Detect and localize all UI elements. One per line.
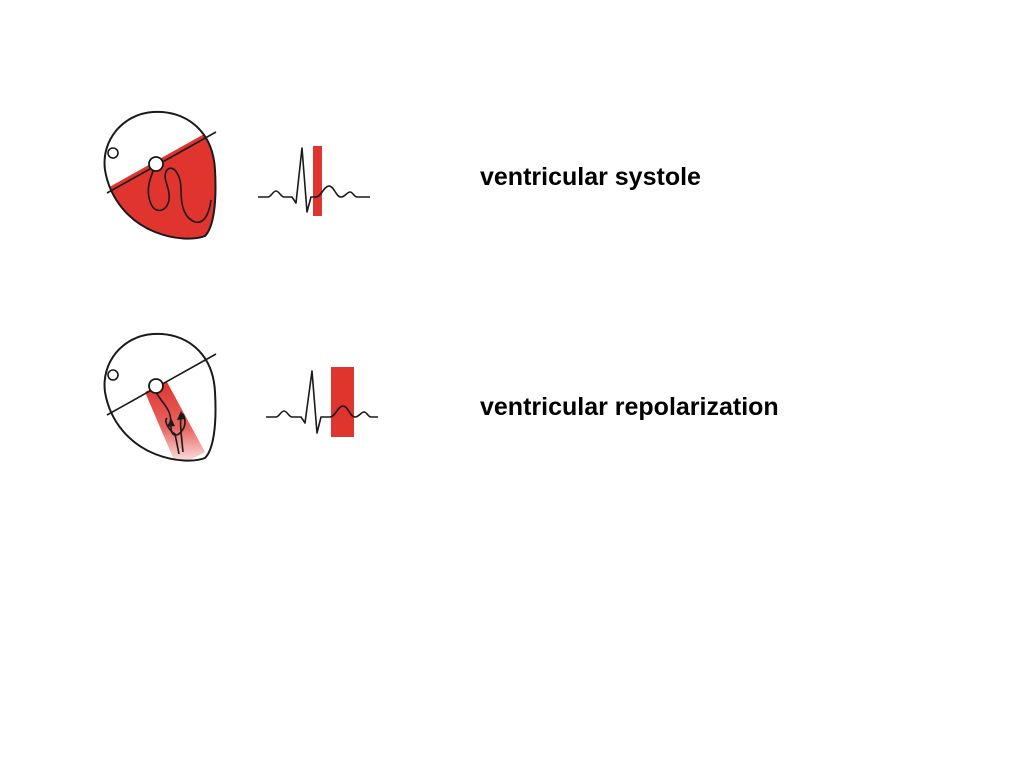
av-node bbox=[148, 156, 164, 172]
ecg-trace bbox=[258, 147, 370, 213]
ecg-trace bbox=[266, 370, 378, 434]
left-branch bbox=[165, 417, 180, 455]
wave-arrow-icon bbox=[177, 411, 185, 420]
conduction-bundle bbox=[154, 385, 186, 453]
stage-label: ventricular repolarization bbox=[480, 393, 779, 421]
sa-node bbox=[107, 369, 119, 381]
ecg-t-wave-highlight-icon bbox=[266, 367, 378, 437]
heart-outline bbox=[103, 332, 217, 462]
sa-node bbox=[107, 147, 119, 159]
ecg-highlight-band bbox=[313, 146, 322, 216]
heart-septum-repolarization-icon bbox=[103, 332, 217, 462]
heart-ventricles-contracted-icon bbox=[103, 110, 217, 240]
septum-wave-fill bbox=[145, 382, 205, 461]
stage-ventricular-repolarization: ventricular repolarization bbox=[0, 322, 1024, 472]
stage-label: ventricular systole bbox=[480, 163, 701, 191]
conduction-bundle bbox=[147, 163, 212, 224]
ecg-st-segment-highlight-icon bbox=[258, 146, 370, 216]
stage-ventricular-systole: ventricular systole bbox=[0, 100, 1024, 250]
av-node bbox=[148, 378, 164, 394]
wave-arrow-icon bbox=[167, 418, 175, 427]
ecg-highlight-band bbox=[331, 367, 354, 437]
heart-outline bbox=[103, 110, 217, 240]
